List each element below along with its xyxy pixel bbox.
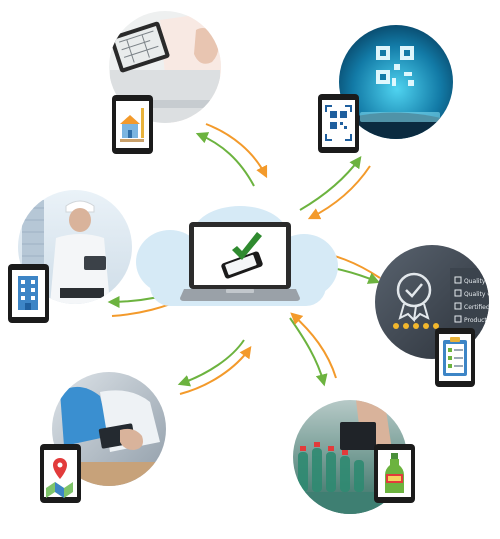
- checkmark-icon: [232, 232, 262, 260]
- node-bottling-production: [293, 400, 415, 514]
- cloud-hub: [136, 206, 338, 306]
- checklist-line-4: Product re: [464, 317, 495, 324]
- checklist-line-1: Quality a: [464, 278, 491, 285]
- phone-on-screen: [221, 251, 263, 279]
- map-pin-icon: [46, 458, 73, 498]
- device-quality: [435, 328, 475, 387]
- arrow-pair-logistics: [177, 339, 252, 395]
- checklist-line-2: Quality Co: [464, 291, 496, 298]
- node-qr-scan: [318, 25, 453, 153]
- clipboard-checklist-icon: [443, 337, 467, 376]
- device-qr: [318, 94, 359, 153]
- node-logistics-map: [40, 372, 166, 503]
- node-quality-certification: Quality a Quality Co Certified Product r…: [375, 245, 496, 387]
- quality-checklist-photo: Quality a Quality Co Certified Product r…: [375, 245, 496, 359]
- node-construction-building: [8, 190, 132, 323]
- arrow-pair-design: [195, 123, 268, 187]
- device-design: [112, 95, 153, 154]
- house-design-icon: [120, 108, 144, 142]
- checklist-panel: Quality a Quality Co Certified Product r…: [450, 268, 496, 334]
- qr-scan-icon: [325, 105, 352, 141]
- building-icon: [18, 276, 38, 310]
- device-bottling: [374, 444, 415, 503]
- laptop: [180, 222, 300, 301]
- arrow-pair-qr: [299, 156, 371, 220]
- arrow-pair-bottling: [289, 312, 337, 387]
- device-construction: [8, 264, 49, 323]
- bottle-icon: [385, 453, 404, 493]
- device-logistics: [40, 444, 81, 503]
- checklist-line-3: Certified: [464, 304, 490, 311]
- node-design-blueprint: [109, 11, 221, 154]
